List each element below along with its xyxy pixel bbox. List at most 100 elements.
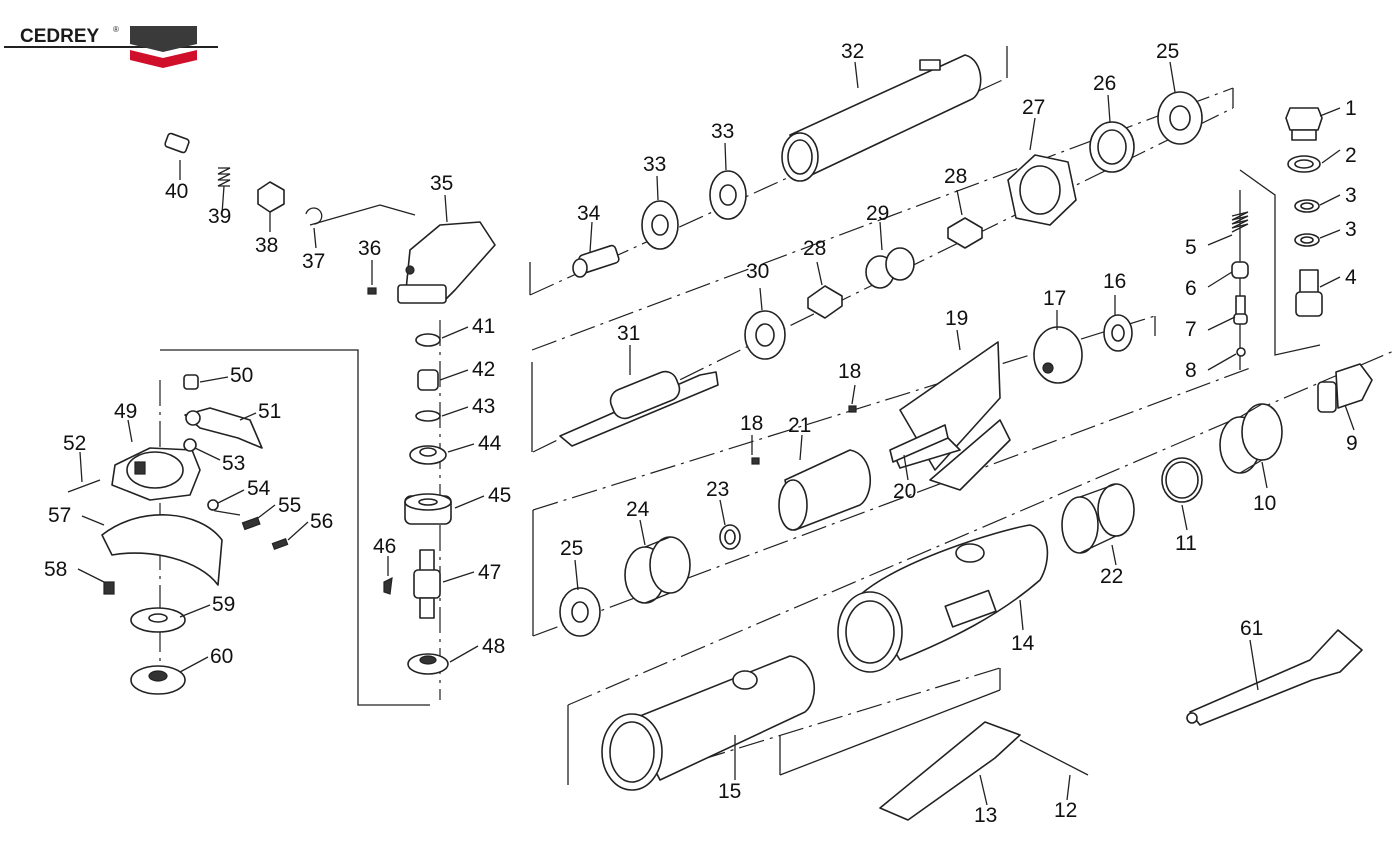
label-part-41: 41: [472, 315, 495, 338]
part-47: [413, 549, 441, 619]
label-part-61: 61: [1240, 617, 1263, 640]
label-part-10: 10: [1253, 492, 1276, 515]
part-35-head: [397, 221, 496, 304]
part-22: [1061, 483, 1135, 554]
part-28b: [807, 285, 843, 319]
label-part-22: 22: [1100, 565, 1123, 588]
parts: [67, 54, 1373, 821]
brand-logo: CEDREY ®: [4, 25, 218, 68]
label-part-26: 26: [1093, 72, 1116, 95]
label-part-17: 17: [1043, 287, 1066, 310]
label-part-54: 54: [247, 477, 271, 500]
label-part-29: 29: [866, 202, 889, 225]
part-14-housing: [837, 524, 1049, 673]
leader-lines: [77, 61, 1355, 806]
label-part-20: 20: [893, 480, 916, 503]
label-part-27: 27: [1022, 96, 1045, 119]
label-part-3a: 3: [1345, 184, 1357, 207]
label-part-46: 46: [373, 535, 396, 558]
label-part-9: 9: [1346, 432, 1358, 455]
label-part-23: 23: [706, 478, 729, 501]
label-part-16: 16: [1103, 270, 1126, 293]
label-part-55: 55: [278, 494, 301, 517]
label-part-53: 53: [222, 452, 245, 475]
label-part-4: 4: [1345, 266, 1357, 289]
label-part-30: 30: [746, 260, 769, 283]
label-part-38: 38: [255, 234, 278, 257]
label-part-34: 34: [577, 202, 601, 225]
part-27: [1007, 154, 1077, 226]
label-part-36: 36: [358, 237, 381, 260]
label-part-40: 40: [165, 180, 188, 203]
bearing-33a: [641, 200, 679, 250]
label-part-1: 1: [1345, 97, 1357, 120]
part-1-plug: [1285, 107, 1323, 141]
part-24: [624, 536, 691, 604]
label-part-12: 12: [1054, 799, 1077, 822]
label-part-15: 15: [718, 780, 741, 803]
part-32: [781, 54, 982, 182]
label-part-57: 57: [48, 504, 71, 527]
label-part-52: 52: [63, 432, 86, 455]
part-21: [778, 449, 871, 531]
part-59-flange: [130, 607, 186, 633]
part-15-tube: [601, 655, 816, 791]
part-49-guard-clamp: [111, 447, 201, 501]
label-part-8: 8: [1185, 359, 1197, 382]
part-44: [409, 445, 447, 465]
part-9: [1317, 363, 1373, 413]
label-part-24: 24: [626, 498, 650, 521]
label-part-56: 56: [310, 510, 333, 533]
label-part-45: 45: [488, 484, 511, 507]
label-part-43: 43: [472, 395, 495, 418]
brand-registered: ®: [113, 25, 119, 34]
label-part-11: 11: [1175, 532, 1197, 555]
bearing-25b: [559, 587, 601, 637]
label-part-58: 58: [44, 558, 67, 581]
label-part-18a: 18: [838, 360, 861, 383]
label-part-31: 31: [617, 322, 640, 345]
label-part-44: 44: [478, 432, 502, 455]
part-48: [407, 653, 449, 675]
part-34: [572, 244, 620, 278]
part-28a: [947, 217, 983, 249]
brand-name: CEDREY: [20, 26, 100, 47]
label-part-25b: 25: [560, 537, 583, 560]
label-part-14: 14: [1011, 632, 1035, 655]
label-part-28b: 28: [803, 237, 826, 260]
label-part-47: 47: [478, 561, 501, 584]
label-part-6: 6: [1185, 277, 1197, 300]
part-4: [1295, 269, 1323, 317]
part-40: [164, 132, 190, 154]
part-61-wrench: [1186, 629, 1363, 726]
label-part-2: 2: [1345, 144, 1357, 167]
bearing-16: [1103, 314, 1133, 352]
bearing-30: [744, 310, 786, 360]
label-part-60: 60: [210, 645, 233, 668]
label-part-59: 59: [212, 593, 235, 616]
part-29: [865, 247, 915, 289]
label-part-33a: 33: [643, 153, 666, 176]
label-part-25a: 25: [1156, 40, 1179, 63]
label-part-21: 21: [788, 414, 811, 437]
label-part-7: 7: [1185, 318, 1197, 341]
label-part-28a: 28: [944, 165, 967, 188]
part-60-nut: [130, 665, 186, 695]
label-part-50: 50: [230, 364, 253, 387]
bearing-25a: [1157, 91, 1203, 145]
label-part-3b: 3: [1345, 218, 1357, 241]
bearing-33b: [709, 170, 747, 220]
label-part-35: 35: [430, 172, 453, 195]
label-part-32: 32: [841, 40, 864, 63]
label-part-18b: 18: [740, 412, 763, 435]
part-19-rotor: [891, 341, 1011, 491]
part-31: [559, 370, 719, 447]
bearing-45: [404, 493, 452, 525]
label-part-48: 48: [482, 635, 505, 658]
label-part-39: 39: [208, 205, 231, 228]
label-part-37: 37: [302, 250, 325, 273]
label-part-13: 13: [974, 804, 997, 827]
part-38: [257, 181, 285, 213]
label-part-19: 19: [945, 307, 968, 330]
